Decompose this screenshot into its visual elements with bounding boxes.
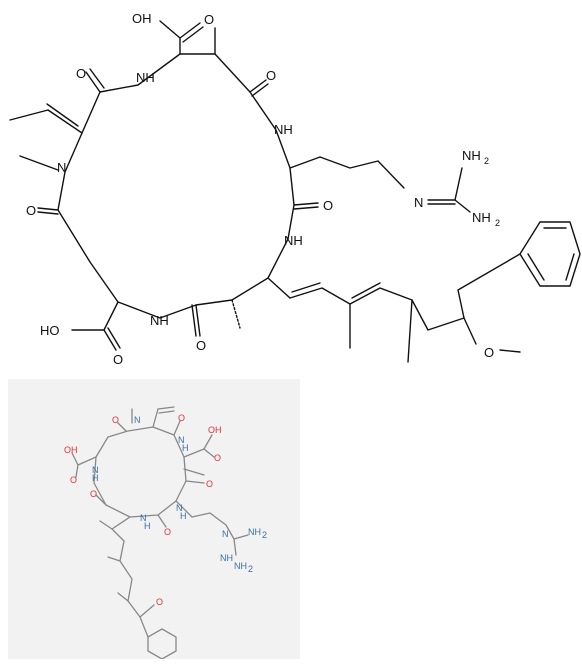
thumbnail-benzene: [147, 628, 177, 659]
label-nh-mid-right: NH: [284, 233, 303, 248]
thumbnail-atom-labels: N O O OH O N H O OH O N H O N H N H O N …: [64, 413, 267, 607]
thumbnail-ring-bonds: [93, 426, 187, 518]
thumb-label-guan-nh2-sub: 2: [248, 564, 253, 574]
thumb-label-nh-left: N: [92, 465, 99, 475]
thumb-label-cooh-right-o: O: [214, 453, 221, 463]
thumbnail-structure-diagram: N O O OH O N H O OH O N H O N H N H O N …: [64, 406, 267, 659]
benzene-ring: [519, 221, 581, 287]
thumb-label-ether-o: O: [156, 597, 163, 607]
label-guan-n: N: [414, 195, 423, 210]
thumb-label-cooh-left-o: O: [70, 475, 77, 485]
label-cooh-top: OH: [132, 11, 152, 26]
label-guan-nh2-top-sub: 2: [484, 156, 489, 166]
thumb-label-nh-bottom-right-h: H: [180, 511, 187, 521]
thumb-label-cooh-left: OH: [64, 445, 78, 455]
label-ether-o: O: [484, 345, 494, 360]
thumb-label-n-top: N: [134, 415, 141, 425]
label-n-methyl: N: [57, 160, 66, 175]
thumb-label-nh-left-h: H: [92, 473, 99, 483]
label-carbonyl-mid-right: O: [323, 198, 333, 213]
thumb-label-nh-right-top: N: [178, 435, 185, 445]
thumb-label-nh-bottom-right: N: [176, 503, 183, 513]
label-guan-nh2-bottom-sub: 2: [495, 218, 500, 228]
main-structure-diagram: OH O O NH O NH N O O NH NH HO O O NH 2 N…: [9, 11, 581, 367]
main-atom-labels: OH O O NH O NH N O O NH NH HO O O NH 2 N…: [26, 11, 500, 367]
thumb-label-nh-bottom-center-h: H: [144, 521, 151, 531]
ring-bonds: [57, 53, 295, 319]
thumb-label-guan-nh: NH: [220, 553, 233, 563]
thumb-label-guan-n: N: [222, 529, 229, 539]
label-dha-carbonyl: O: [76, 66, 86, 81]
label-nh-right: NH: [274, 122, 293, 137]
label-amide-top-right-o: O: [266, 68, 276, 83]
label-cooh-bottom-o: O: [113, 352, 123, 367]
thumb-label-guan-nh2: NH: [234, 561, 247, 571]
label-nh-bottom-left: NH: [150, 313, 169, 328]
thumb-label-guan-nh-top: NH: [248, 527, 261, 537]
label-cooh-bottom: HO: [40, 323, 60, 338]
thumbnail-panel: N O O OH O N H O OH O N H O N H N H O N …: [8, 379, 300, 659]
thumb-label-cooh-right: OH: [208, 425, 222, 435]
thumb-label-o-right: O: [206, 479, 213, 489]
thumb-label-o-left-mid: O: [90, 489, 97, 499]
thumbnail-bonds: [71, 406, 249, 659]
thumb-label-nh-right-top-h: H: [182, 443, 189, 453]
thumb-label-guan-nh-top-sub: 2: [262, 530, 267, 540]
label-nh-top-left: NH: [136, 70, 155, 85]
label-cooh-top-o: O: [204, 12, 214, 27]
main-ring-bonds: [9, 20, 581, 363]
thumb-label-o-top-right: O: [178, 413, 185, 423]
label-guan-nh2-top: NH: [462, 148, 481, 163]
thumb-label-o-top-left: O: [112, 415, 119, 425]
thumb-label-o-bottom: O: [164, 527, 171, 537]
label-carbonyl-bottom: O: [196, 338, 206, 353]
label-guan-nh2-bottom: NH: [472, 210, 491, 225]
label-carbonyl-left: O: [26, 203, 36, 218]
thumb-label-nh-bottom-center: N: [140, 513, 147, 523]
